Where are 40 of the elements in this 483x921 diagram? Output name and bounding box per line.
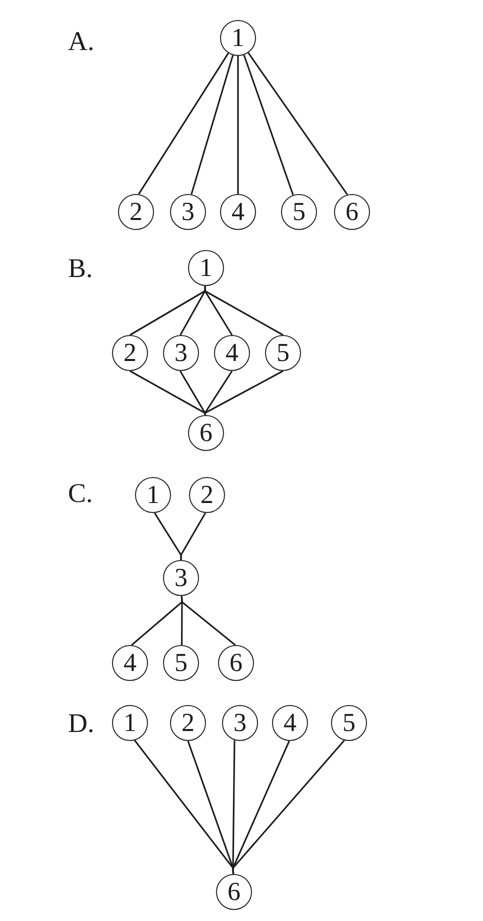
connector-line	[204, 286, 284, 336]
connector-line	[190, 54, 234, 195]
connector-line	[232, 740, 345, 874]
circled-number: 3	[163, 335, 199, 371]
option-letter: C.	[68, 480, 93, 506]
circled-number: 5	[265, 335, 301, 371]
connector-line	[204, 370, 284, 416]
circled-number: 1	[188, 250, 224, 286]
circled-number: 1	[112, 705, 148, 741]
circled-number: 6	[334, 194, 370, 230]
circled-number: 4	[112, 645, 148, 681]
circled-number: 1	[135, 477, 171, 513]
circled-number: 6	[216, 874, 252, 910]
connector-line	[248, 52, 348, 196]
circled-number: 6	[188, 415, 224, 451]
circled-number: 2	[112, 335, 148, 371]
option-letter: D.	[68, 710, 94, 736]
circled-number: 5	[163, 645, 199, 681]
connector-line	[180, 512, 206, 560]
circled-number: 4	[272, 705, 308, 741]
circled-number: 1	[220, 20, 256, 56]
circled-number: 3	[170, 194, 206, 230]
circled-number: 5	[331, 705, 367, 741]
circled-number: 3	[163, 560, 199, 596]
connector-line	[180, 596, 236, 646]
circled-number: 5	[281, 194, 317, 230]
circled-number: 2	[170, 705, 206, 741]
circled-number: 2	[189, 477, 225, 513]
option-letter: B.	[68, 255, 93, 281]
circled-number: 4	[220, 194, 256, 230]
connector-line	[180, 370, 206, 416]
connector-line	[138, 52, 229, 195]
circled-number: 6	[218, 645, 254, 681]
circled-number: 3	[222, 705, 258, 741]
circled-number: 2	[118, 194, 154, 230]
connector-line	[243, 54, 294, 196]
circled-number: 4	[214, 335, 250, 371]
option-letter: A.	[68, 28, 94, 54]
connector-line	[237, 56, 239, 194]
connector-line	[130, 370, 206, 416]
